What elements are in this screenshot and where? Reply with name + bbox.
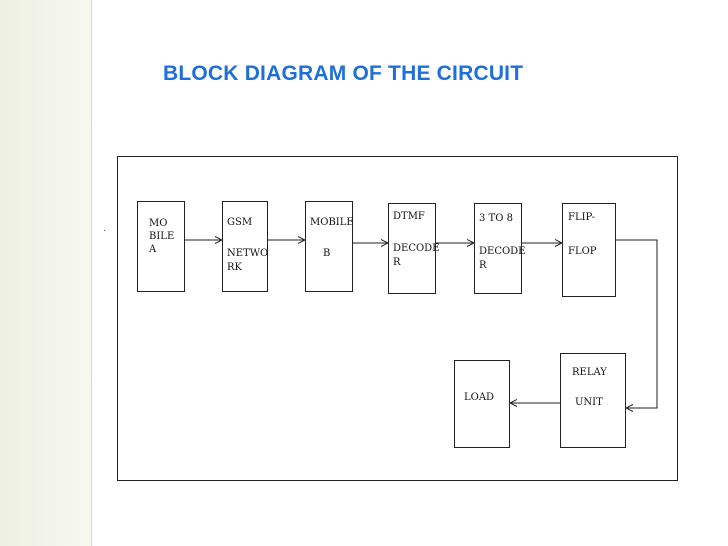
block-label: A [149, 244, 157, 255]
arrow-flipflop-to-relay [616, 239, 658, 408]
block-mobile-b: MOBILE B [305, 201, 354, 292]
block-label: LOAD [464, 392, 495, 403]
block-label: DTMF [393, 211, 425, 222]
block-label: RK [227, 262, 242, 273]
block-label: FLIP- [568, 212, 596, 223]
block-label: GSM [227, 217, 253, 228]
block-mobile-a: MO BILE A [137, 201, 185, 292]
block-label: MOBILE [310, 217, 354, 228]
block-3to8-decoder: 3 TO 8 DECODE R [474, 203, 526, 294]
side-divider [91, 0, 92, 546]
block-label: R [393, 257, 401, 268]
block-label: BILE [149, 231, 175, 242]
stray-mark [104, 230, 105, 231]
block-label: FLOP [568, 246, 597, 257]
block-label: RELAY [572, 367, 607, 378]
block-label: DECODE [479, 246, 526, 257]
block-dtmf-decoder: DTMF DECODE R [388, 203, 440, 294]
block-label: DECODE [393, 243, 440, 254]
block-label: 3 TO 8 [479, 213, 513, 224]
block-gsm-network: GSM NETWO RK [222, 201, 268, 292]
side-decoration [0, 0, 92, 546]
block-relay-unit: RELAY UNIT [560, 353, 626, 448]
block-label: B [323, 248, 331, 259]
diagram-frame [117, 156, 678, 481]
block-label: MO [149, 218, 168, 229]
page-title: BLOCK DIAGRAM OF THE CIRCUIT [163, 62, 524, 85]
block-label: R [479, 260, 487, 271]
block-label: NETWO [227, 248, 269, 259]
block-load: LOAD [454, 360, 510, 448]
block-flip-flop: FLIP- FLOP [562, 203, 616, 297]
block-label: UNIT [575, 397, 603, 408]
